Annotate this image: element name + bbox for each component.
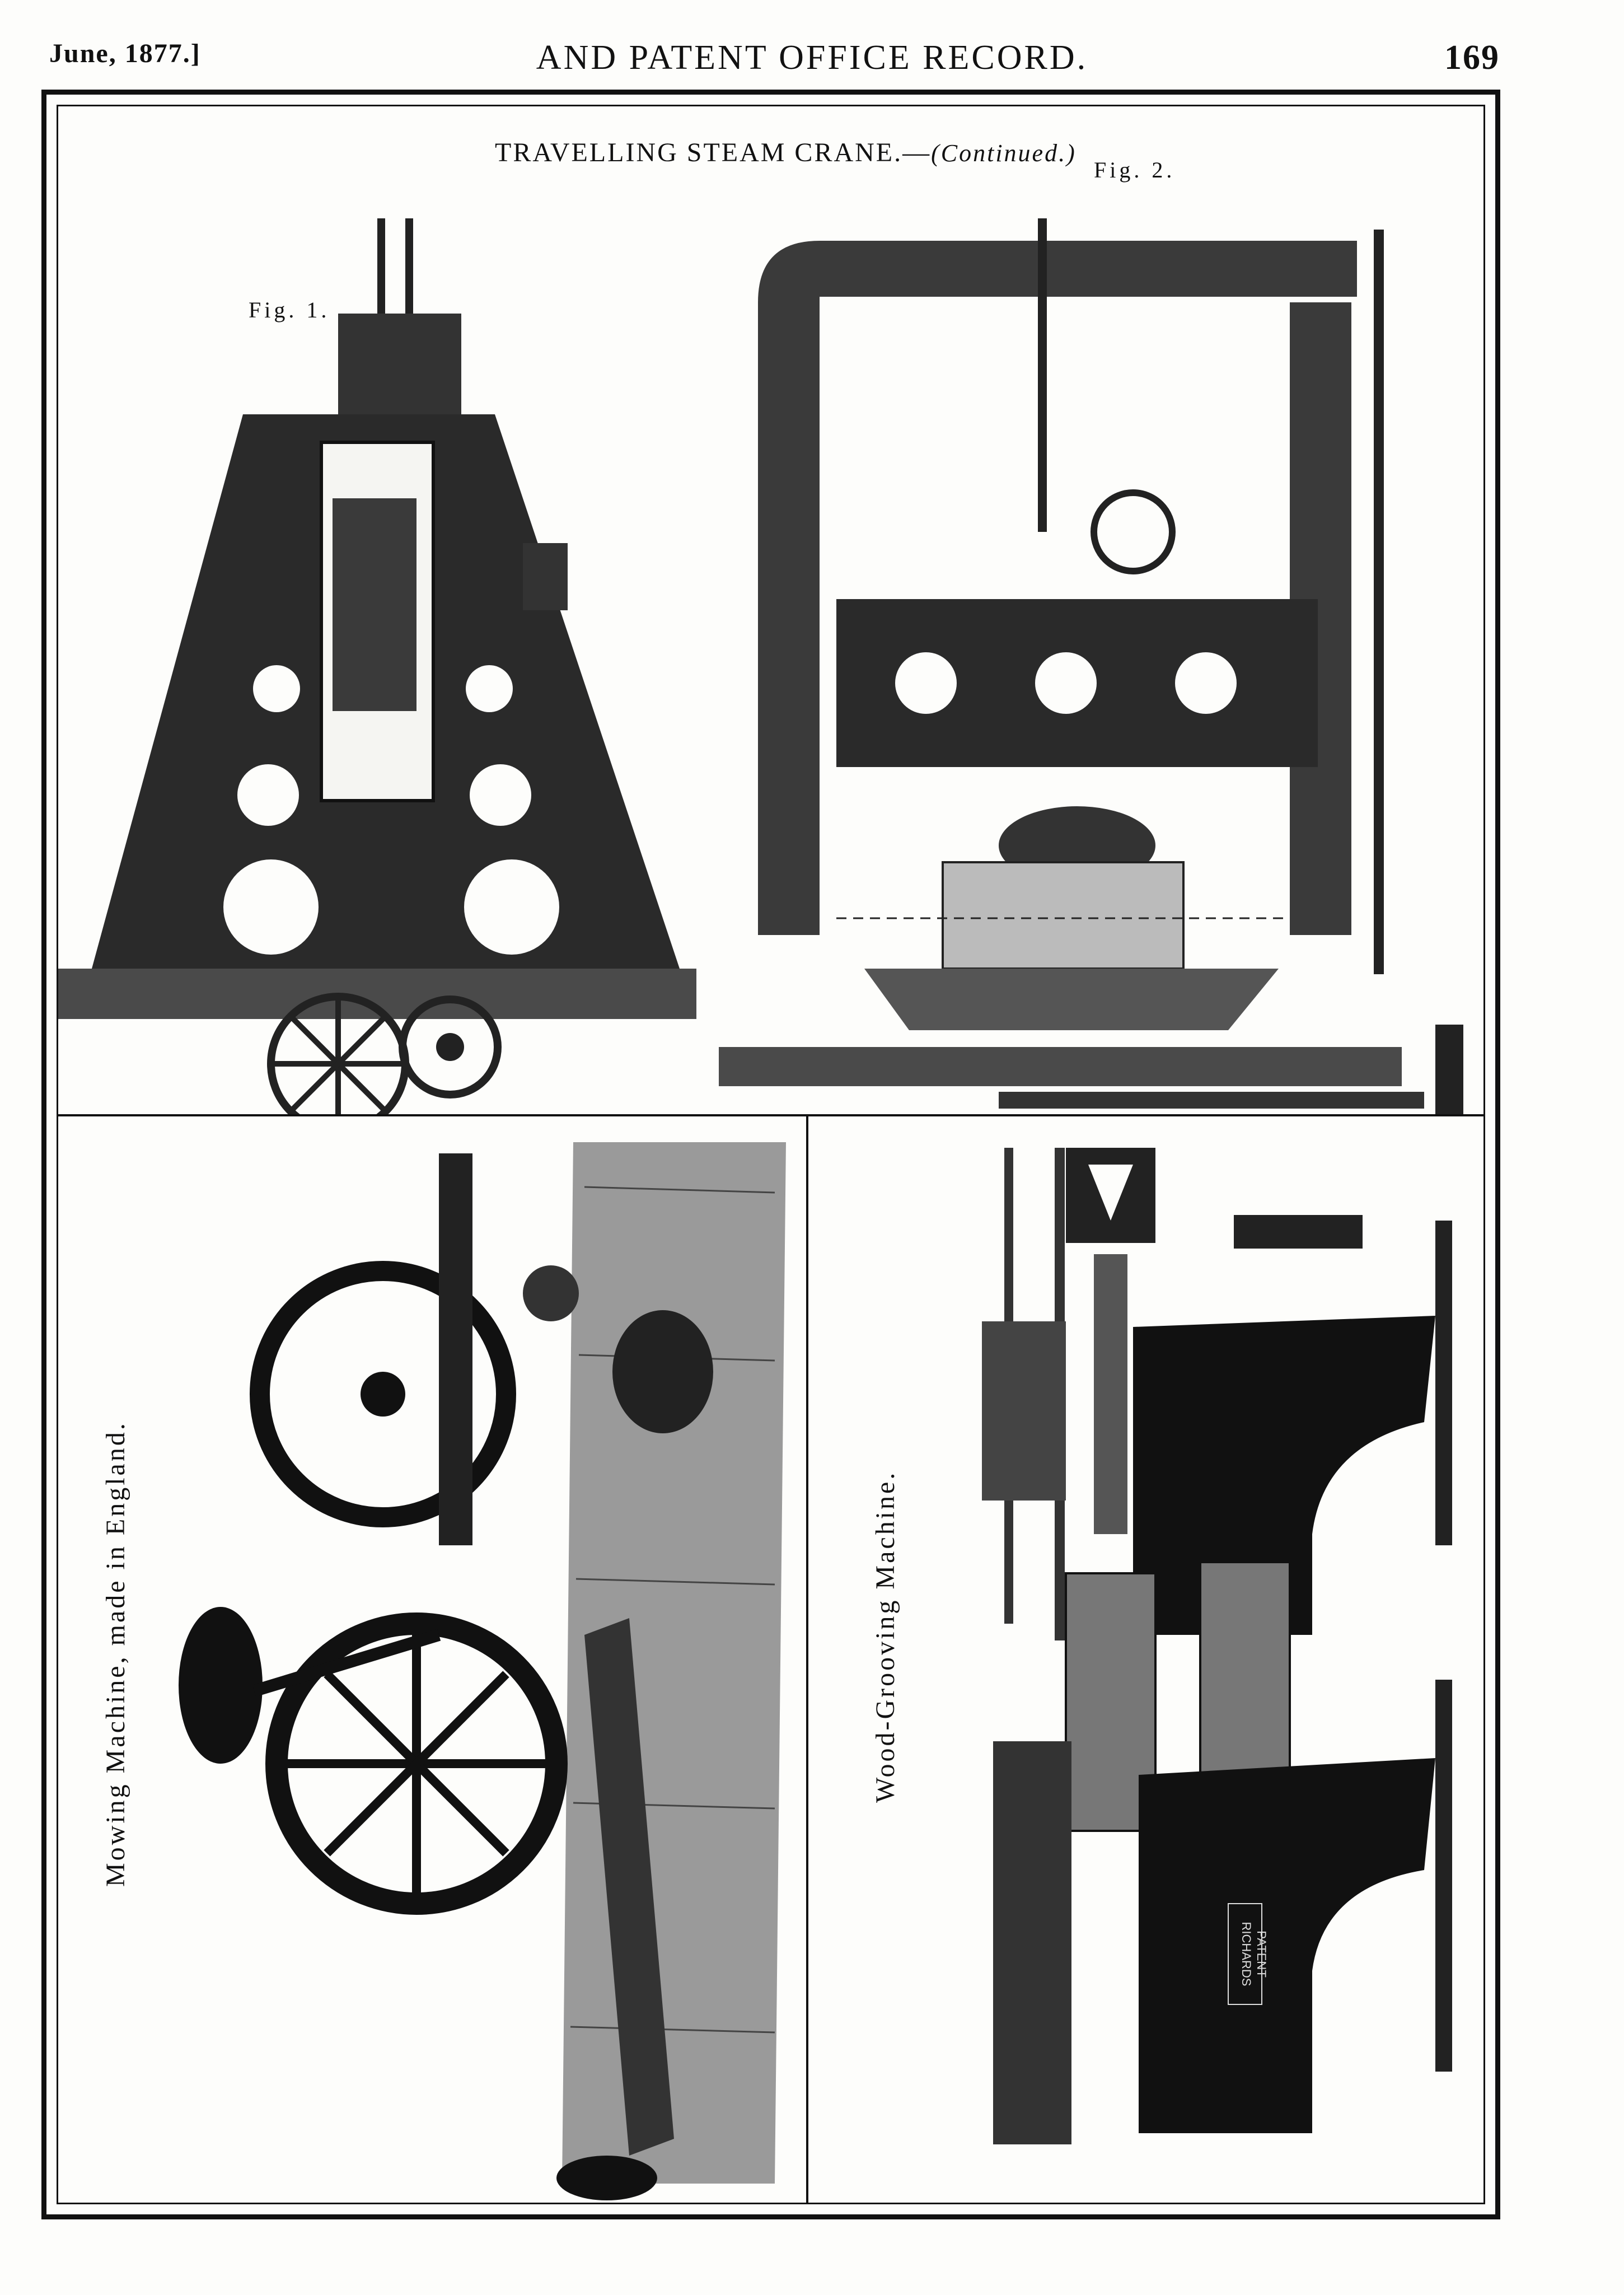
plate-horizontal-divider	[58, 1114, 1483, 1116]
page-number: 169	[1444, 39, 1500, 77]
wood-grooving-machine-illustration: RICHARDS PATENT	[982, 1148, 1452, 2144]
plate-inner-frame: TRAVELLING STEAM CRANE.—(Continued.) Fig…	[57, 105, 1485, 2204]
engraving-plate: TRAVELLING STEAM CRANE.—(Continued.) Fig…	[41, 90, 1500, 2219]
crane-fig1-illustration	[58, 218, 696, 1114]
running-header-title: AND PATENT OFFICE RECORD.	[536, 39, 1088, 77]
crane-caption: TRAVELLING STEAM CRANE.—(Continued.)	[495, 137, 1077, 168]
svg-text:PATENT: PATENT	[1255, 1931, 1269, 1978]
mowing-machine-caption: Mowing Machine, made in England.	[101, 1421, 130, 1887]
mowing-machine-illustration	[179, 1142, 786, 2200]
crane-caption-text: TRAVELLING STEAM CRANE.—	[495, 138, 932, 167]
fig2-label: Fig. 2.	[1094, 157, 1176, 183]
wood-grooving-machine-caption: Wood-Grooving Machine.	[870, 1470, 900, 1803]
crane-caption-continued: (Continued.)	[931, 139, 1077, 167]
fig1-label: Fig. 1.	[249, 297, 330, 322]
svg-text:RICHARDS: RICHARDS	[1239, 1922, 1253, 1986]
running-header-date: June, 1877.]	[49, 39, 201, 68]
plate-vertical-divider	[806, 1114, 808, 2203]
crane-fig2-illustration	[719, 218, 1463, 1114]
